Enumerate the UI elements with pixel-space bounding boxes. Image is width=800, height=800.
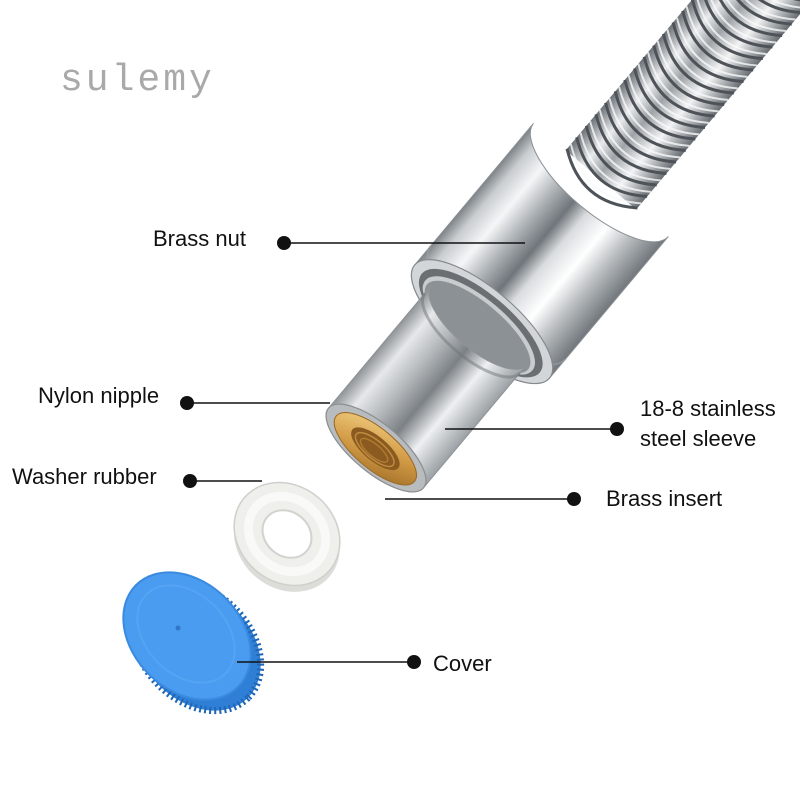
hose-ridge-highlight bbox=[608, 97, 680, 159]
hose-ridge-highlight bbox=[685, 6, 758, 67]
corrugated-hose bbox=[565, 0, 800, 210]
hose-ridge bbox=[729, 0, 800, 15]
hose-ridge bbox=[633, 67, 706, 129]
label-nylon-nipple: Nylon nipple bbox=[38, 383, 159, 408]
hose-assembly bbox=[325, 0, 800, 493]
hose-ridge bbox=[594, 113, 667, 175]
hose-ridge-highlight bbox=[675, 17, 748, 78]
label-brass-nut: Brass nut bbox=[153, 226, 246, 251]
brass-insert-dot bbox=[567, 492, 581, 506]
hose-ridge-highlight bbox=[569, 143, 642, 205]
hose-ridge bbox=[690, 0, 763, 61]
label-brass-insert: Brass insert bbox=[606, 486, 722, 511]
labels: Brass nut Nylon nipple Washer rubber 18-… bbox=[12, 226, 776, 676]
hose-ridge-highlight bbox=[695, 0, 767, 55]
cover-dot bbox=[407, 655, 421, 669]
label-cover: Cover bbox=[433, 651, 492, 676]
hose-ridge-highlight bbox=[704, 0, 777, 44]
hose-ridge-highlight bbox=[714, 0, 787, 32]
hose-ridge-highlight bbox=[618, 86, 690, 147]
hose-ridge-highlight bbox=[637, 63, 709, 124]
label-washer-rubber: Washer rubber bbox=[12, 464, 157, 489]
hose-ridge bbox=[613, 90, 686, 152]
hose-ridge bbox=[584, 125, 657, 187]
hose-ridge bbox=[710, 0, 783, 38]
hose-ridge bbox=[575, 136, 648, 198]
hose-ridge-highlight bbox=[724, 0, 796, 21]
hose-ridge bbox=[681, 10, 754, 72]
hose-ridges bbox=[565, 0, 800, 210]
hose-ridge-highlight bbox=[579, 132, 652, 193]
nylon-nipple-dot bbox=[180, 396, 194, 410]
hose-ridge-highlight bbox=[733, 0, 800, 9]
hose-ridge bbox=[671, 22, 744, 84]
hose-ridge bbox=[604, 102, 677, 164]
hose-ridge-highlight bbox=[666, 29, 738, 90]
hose-ridge-highlight bbox=[627, 75, 700, 136]
hose-ridge bbox=[642, 56, 715, 118]
label-sleeve-line2: steel sleeve bbox=[640, 426, 756, 451]
brass-nut-dot bbox=[277, 236, 291, 250]
watermark-text: sulemy bbox=[60, 59, 215, 102]
hose-ridge bbox=[700, 0, 773, 49]
hose-ridge bbox=[719, 0, 792, 26]
hose-ridge-highlight bbox=[589, 120, 661, 182]
washer-rubber-dot bbox=[183, 474, 197, 488]
hose-ridge bbox=[565, 148, 638, 210]
hose-ridge bbox=[661, 33, 735, 95]
hose-ridge bbox=[652, 45, 725, 107]
hose-ridge bbox=[623, 79, 696, 141]
hose-ridge-highlight bbox=[647, 52, 719, 113]
sleeve-dot bbox=[610, 422, 624, 436]
brass-insert bbox=[333, 412, 417, 486]
callouts bbox=[180, 236, 624, 669]
blue-cover bbox=[122, 571, 265, 715]
hose-ridge-highlight bbox=[598, 109, 671, 170]
label-sleeve-line1: 18-8 stainless bbox=[640, 396, 776, 421]
hose-ridge-highlight bbox=[656, 40, 729, 101]
washer-rubber bbox=[233, 481, 341, 592]
